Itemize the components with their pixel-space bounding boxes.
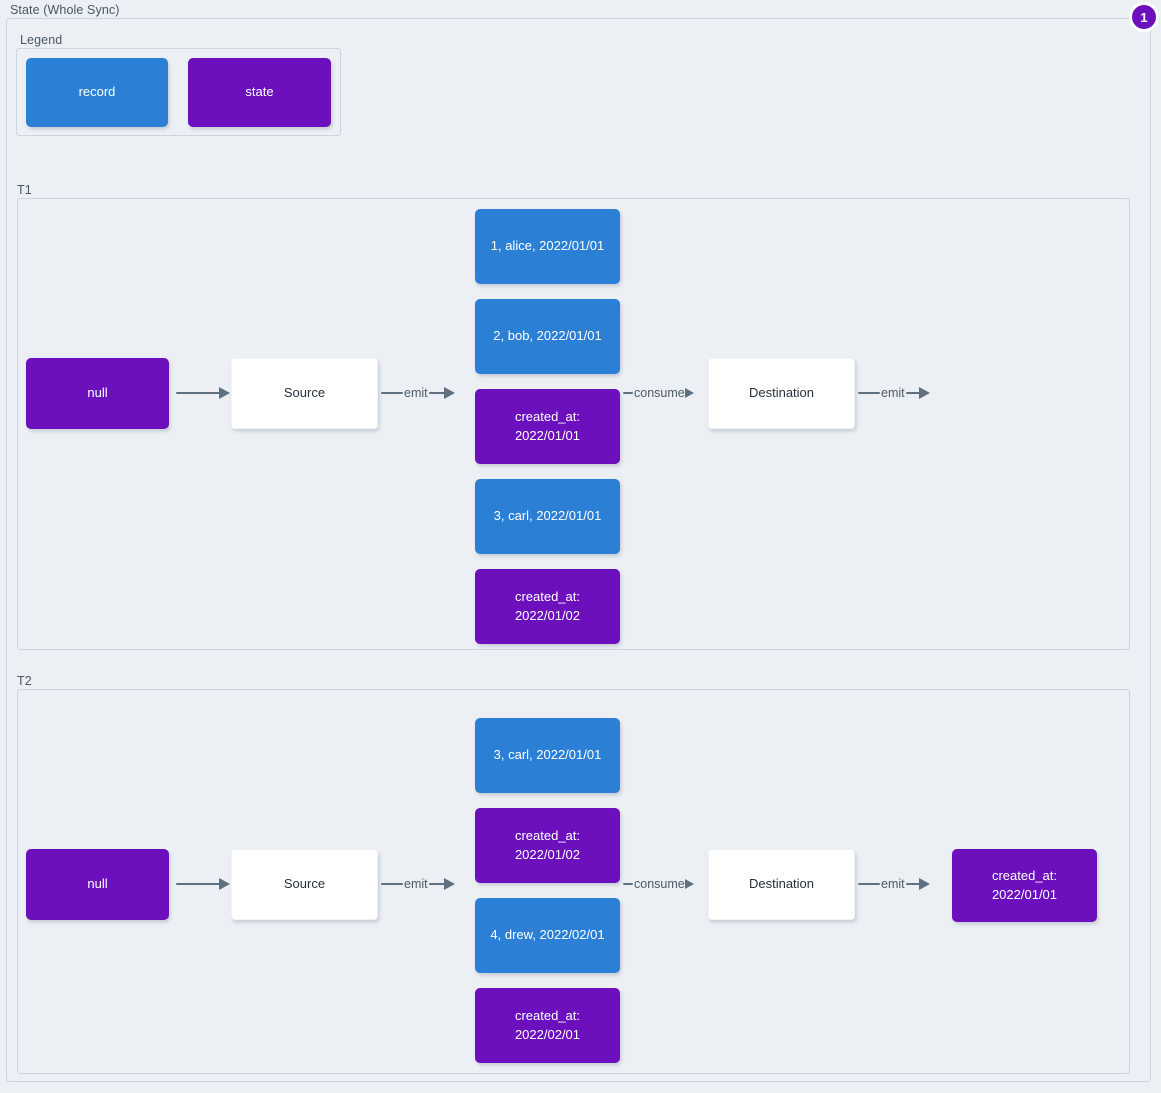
t2-stream-item-2: 4, drew, 2022/02/01 bbox=[475, 898, 620, 973]
t1-stream-item-2-line1: created_at: bbox=[514, 408, 581, 424]
t2-source-node: Source bbox=[231, 849, 378, 920]
page-title: State (Whole Sync) bbox=[10, 3, 120, 17]
edge-line bbox=[905, 882, 920, 886]
legend-label: Legend bbox=[20, 33, 63, 47]
legend-swatch-record-label: record bbox=[78, 84, 116, 100]
t2-stream-item-0: 3, carl, 2022/01/01 bbox=[475, 718, 620, 793]
t2-final-state-line2: 2022/01/01 bbox=[991, 886, 1058, 902]
t1-initial-state-node: null bbox=[26, 358, 169, 429]
t1-destination-label: Destination bbox=[748, 385, 815, 401]
t1-edge-emit-label: emit bbox=[404, 386, 428, 400]
t1-stream-item-3-line1: 3, carl, 2022/01/01 bbox=[493, 508, 602, 524]
edge-line bbox=[858, 391, 880, 395]
transaction-label-t2: T2 bbox=[17, 674, 32, 688]
edge-line bbox=[858, 882, 880, 886]
t1-source-label: Source bbox=[283, 385, 326, 401]
legend-swatch-state: state bbox=[188, 58, 331, 127]
t2-stream-item-2-line1: 4, drew, 2022/02/01 bbox=[490, 927, 605, 943]
arrowhead-icon bbox=[684, 879, 694, 889]
t1-edge-consume: consume bbox=[623, 382, 708, 404]
t2-initial-state-label: null bbox=[87, 876, 108, 892]
t2-edge-emit-label: emit bbox=[404, 877, 428, 891]
t1-initial-state-label: null bbox=[87, 385, 108, 401]
arrowhead-icon bbox=[684, 388, 694, 398]
t2-initial-state-node: null bbox=[26, 849, 169, 920]
edge-line bbox=[381, 391, 403, 395]
t2-source-label: Source bbox=[283, 876, 326, 892]
edge-line bbox=[623, 882, 633, 886]
t1-stream-item-0: 1, alice, 2022/01/01 bbox=[475, 209, 620, 284]
t1-stream-item-1: 2, bob, 2022/01/01 bbox=[475, 299, 620, 374]
t2-stream-item-0-line1: 3, carl, 2022/01/01 bbox=[493, 747, 602, 763]
t2-destination-label: Destination bbox=[748, 876, 815, 892]
t1-edge-emit: emit bbox=[381, 382, 475, 404]
t1-stream-item-2: created_at: 2022/01/01 bbox=[475, 389, 620, 464]
t1-stream-item-4: created_at: 2022/01/02 bbox=[475, 569, 620, 644]
arrowhead-icon bbox=[219, 878, 230, 890]
t2-stream-item-1-line1: created_at: bbox=[514, 827, 581, 843]
t2-edge-consume-label: consume bbox=[634, 877, 685, 891]
t2-final-state-line1: created_at: bbox=[991, 867, 1058, 883]
t1-stream-item-0-line1: 1, alice, 2022/01/01 bbox=[490, 238, 605, 254]
t1-edge-state-to-source bbox=[176, 382, 232, 404]
t2-edge-consume: consume bbox=[623, 873, 708, 895]
edge-line bbox=[428, 882, 445, 886]
edge-line bbox=[381, 882, 403, 886]
t1-stream-item-3: 3, carl, 2022/01/01 bbox=[475, 479, 620, 554]
t2-destination-node: Destination bbox=[708, 849, 855, 920]
edge-line bbox=[176, 882, 220, 886]
t1-stream-item-2-line2: 2022/01/01 bbox=[514, 427, 581, 443]
t2-stream-item-1-line2: 2022/01/02 bbox=[514, 846, 581, 862]
edge-line bbox=[428, 391, 445, 395]
arrowhead-icon bbox=[918, 878, 930, 890]
arrowhead-icon bbox=[443, 387, 455, 399]
edge-line bbox=[905, 391, 920, 395]
transaction-label-t1: T1 bbox=[17, 183, 32, 197]
t1-stream-item-1-line1: 2, bob, 2022/01/01 bbox=[493, 328, 602, 344]
t2-stream-item-3-line1: created_at: bbox=[514, 1007, 581, 1023]
t1-destination-node: Destination bbox=[708, 358, 855, 429]
arrowhead-icon bbox=[443, 878, 455, 890]
t2-stream-item-3: created_at: 2022/02/01 bbox=[475, 988, 620, 1063]
t2-final-state-node: created_at: 2022/01/01 bbox=[952, 849, 1097, 922]
t1-edge-final-emit-label: emit bbox=[881, 386, 905, 400]
arrowhead-icon bbox=[918, 387, 930, 399]
edge-line bbox=[176, 391, 220, 395]
legend-swatch-state-label: state bbox=[245, 84, 274, 100]
arrowhead-icon bbox=[219, 387, 230, 399]
t1-edge-final-emit: emit bbox=[858, 382, 948, 404]
edge-line bbox=[623, 391, 633, 395]
t1-source-node: Source bbox=[231, 358, 378, 429]
step-badge[interactable]: 1 bbox=[1129, 2, 1159, 32]
t2-edge-final-emit-label: emit bbox=[881, 877, 905, 891]
t1-stream-item-4-line2: 2022/01/02 bbox=[514, 607, 581, 623]
legend-swatch-record: record bbox=[26, 58, 168, 127]
t2-stream-item-3-line2: 2022/02/01 bbox=[514, 1026, 581, 1042]
t2-edge-final-emit: emit bbox=[858, 873, 948, 895]
t1-edge-consume-label: consume bbox=[634, 386, 685, 400]
t2-edge-state-to-source bbox=[176, 873, 232, 895]
t2-edge-emit: emit bbox=[381, 873, 475, 895]
t2-stream-item-1: created_at: 2022/01/02 bbox=[475, 808, 620, 883]
t1-stream-item-4-line1: created_at: bbox=[514, 588, 581, 604]
